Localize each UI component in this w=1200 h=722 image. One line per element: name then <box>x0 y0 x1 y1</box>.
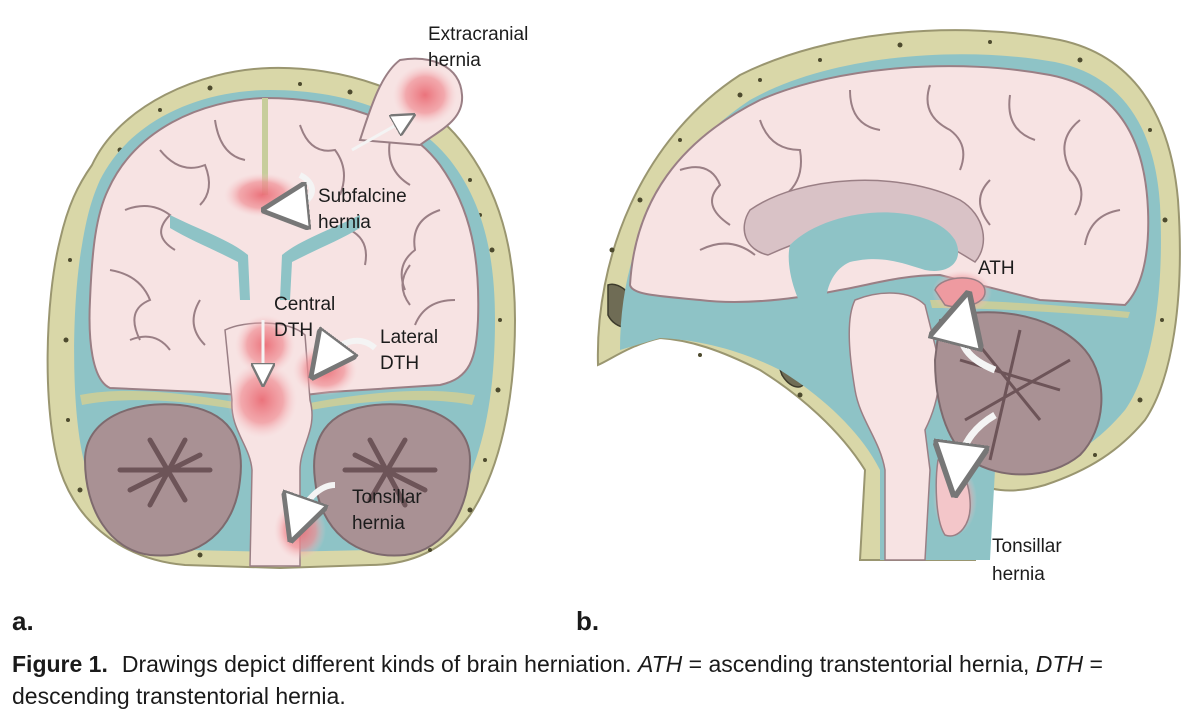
arrows-coronal <box>263 120 405 520</box>
cerebellum-coronal <box>83 403 472 557</box>
label-tonsillar-b-line2: hernia <box>992 564 1045 585</box>
caption-text-1: Drawings depict different kinds of brain… <box>121 651 638 677</box>
caption-text-2: = ascending transtentorial hernia, <box>682 651 1036 677</box>
extracranial-herniation-zone <box>393 65 457 125</box>
panel-letter-a: a. <box>12 606 34 636</box>
label-tonsillar-a-line1: Tonsillar <box>352 487 422 508</box>
label-extracranial-line1: Extracranial <box>428 24 528 45</box>
skull-texture <box>63 82 502 558</box>
label-central-line2: DTH <box>274 320 313 341</box>
coronal-view-panel: Extracranial hernia Subfalcine hernia Ce… <box>12 24 528 636</box>
label-lateral-line2: DTH <box>380 353 419 374</box>
sagittal-view-panel: ATH Tonsillar hernia b. <box>576 29 1181 636</box>
tentorium-coronal <box>80 390 475 412</box>
label-central-line1: Central <box>274 294 335 315</box>
cerebrum-coronal <box>88 96 480 400</box>
ventricle-sagittal <box>788 212 959 320</box>
label-lateral-line1: Lateral <box>380 327 438 348</box>
label-subfalcine-line1: Subfalcine <box>318 186 407 207</box>
brainstem-sagittal <box>848 292 940 561</box>
label-tonsillar-b-line1: Tonsillar <box>992 536 1062 557</box>
caption-text-3: = descending transtentorial hernia. <box>12 651 1103 709</box>
figure-caption: Figure 1. Drawings depict different kinds… <box>12 648 1192 712</box>
caption-label: Figure 1. <box>12 651 108 677</box>
panel-letter-b: b. <box>576 606 599 636</box>
ath-bulge <box>934 277 986 308</box>
gyri-sagittal <box>679 84 1121 256</box>
arrows-sagittal <box>958 318 997 470</box>
label-ath: ATH <box>978 258 1015 279</box>
caption-abbr-dth: DTH <box>1035 651 1084 677</box>
caption-abbr-ath: ATH <box>637 651 683 677</box>
label-extracranial-line2: hernia <box>428 50 481 71</box>
label-tonsillar-a-line2: hernia <box>352 513 405 534</box>
gyri-coronal <box>109 119 456 351</box>
label-subfalcine-line2: hernia <box>318 212 371 233</box>
